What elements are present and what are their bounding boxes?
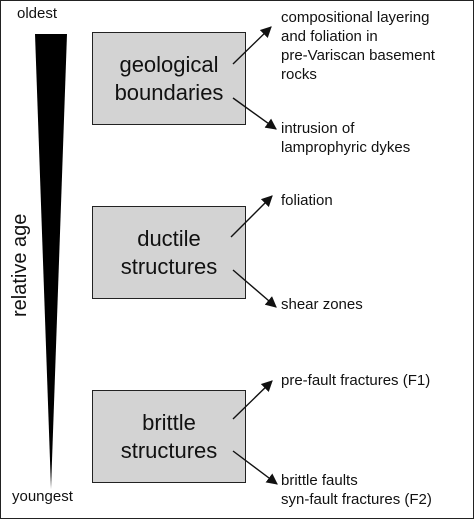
relative-age-wedge (35, 34, 67, 489)
arrow-foliation (230, 195, 273, 238)
arrow-compositional-layering (232, 26, 272, 65)
note-shear-zones: shear zones (281, 295, 363, 314)
oldest-label: oldest (17, 5, 58, 22)
note-line: intrusion of (281, 120, 355, 137)
note-line: shear zones (281, 296, 363, 313)
note-foliation: foliation (281, 191, 333, 210)
geological-boundaries-line-2: boundaries (114, 79, 224, 105)
arrow-pre-fault-fractures (232, 380, 273, 420)
ductile-structures-line-1: ductile (137, 225, 201, 251)
arrow-brittle-faults (232, 450, 278, 485)
ductile-structures-line-2: structures (120, 253, 218, 279)
note-lamprophyric-dykes: intrusion of lamprophyric dykes (281, 119, 410, 157)
note-line: rocks (281, 66, 317, 83)
brittle-structures-line-2: structures (120, 437, 218, 463)
note-line: lamprophyric dykes (281, 139, 411, 156)
youngest-label: youngest (12, 488, 73, 505)
arrow-lamprophyric-dykes (232, 97, 277, 130)
brittle-structures-line-1: brittle (142, 409, 196, 435)
ductile-structures-box: ductile structures (92, 206, 246, 299)
geological-boundaries-line-1: geological (119, 51, 219, 77)
note-line: compositional layering (281, 9, 430, 26)
note-line: syn-fault fractures (F2) (281, 491, 432, 508)
arrow-shear-zones (232, 269, 277, 308)
note-line: foliation (281, 192, 333, 209)
note-compositional-layering: compositional layering and foliation in … (281, 8, 435, 84)
note-pre-fault-fractures: pre-fault fractures (F1) (281, 371, 430, 390)
note-line: pre-fault fractures (F1) (281, 372, 431, 389)
geological-boundaries-box: geological boundaries (92, 32, 246, 125)
note-line: brittle faults (281, 472, 358, 489)
note-line: and foliation in (281, 28, 378, 45)
note-line: pre-Variscan basement (281, 47, 435, 64)
note-brittle-faults: brittle faults syn-fault fractures (F2) (281, 471, 432, 509)
brittle-structures-box: brittle structures (92, 390, 246, 483)
